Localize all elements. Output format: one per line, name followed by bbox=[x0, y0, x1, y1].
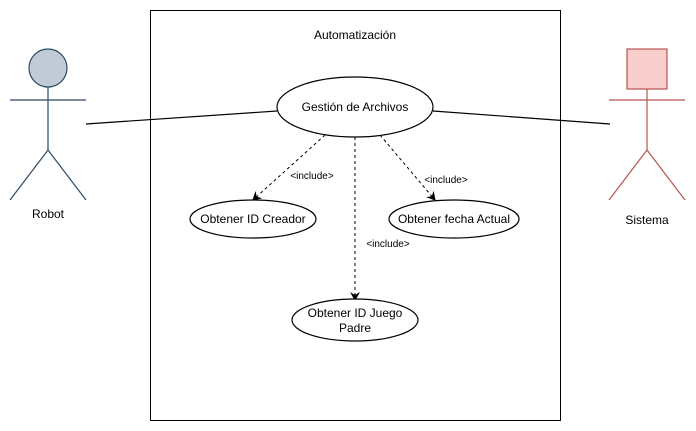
use-case-gestion-archivos[interactable]: Gestión de Archivos bbox=[276, 76, 434, 138]
robot-right-leg bbox=[47, 149, 87, 201]
sistema-head bbox=[626, 48, 668, 90]
use-case-fecha-label: Obtener fecha Actual bbox=[398, 212, 510, 226]
use-case-padre-label-line1: Obtener ID Juego bbox=[308, 306, 403, 320]
association-robot-gestion bbox=[85, 110, 278, 125]
use-case-creador-label: Obtener ID Creador bbox=[200, 212, 305, 226]
system-title: Automatización bbox=[314, 28, 396, 42]
use-case-obtener-id-juego-padre[interactable]: Obtener ID Juego Padre bbox=[291, 298, 419, 342]
sistema-label: Sistema bbox=[625, 213, 669, 227]
robot-head bbox=[28, 48, 68, 88]
use-case-gestion-label: Gestión de Archivos bbox=[302, 100, 409, 114]
sistema-left-leg bbox=[608, 149, 648, 201]
robot-label: Robot bbox=[32, 207, 65, 221]
include-label-padre: <include> bbox=[366, 239, 410, 250]
include-arrow-fecha bbox=[379, 134, 436, 201]
robot-left-leg bbox=[9, 149, 49, 201]
use-case-padre-label-line2: Padre bbox=[339, 321, 371, 335]
include-label-fecha: <include> bbox=[424, 175, 468, 186]
actor-sistema[interactable]: Sistema bbox=[608, 48, 686, 227]
use-case-obtener-id-creador[interactable]: Obtener ID Creador bbox=[189, 199, 317, 239]
association-gestion-sistema bbox=[432, 110, 611, 125]
include-label-creador: <include> bbox=[290, 171, 334, 182]
system-boundary bbox=[150, 10, 561, 421]
use-case-obtener-fecha-actual[interactable]: Obtener fecha Actual bbox=[388, 199, 520, 239]
sistema-right-leg bbox=[646, 149, 686, 201]
actor-robot[interactable]: Robot bbox=[9, 48, 87, 221]
include-arrow-creador bbox=[252, 134, 326, 201]
